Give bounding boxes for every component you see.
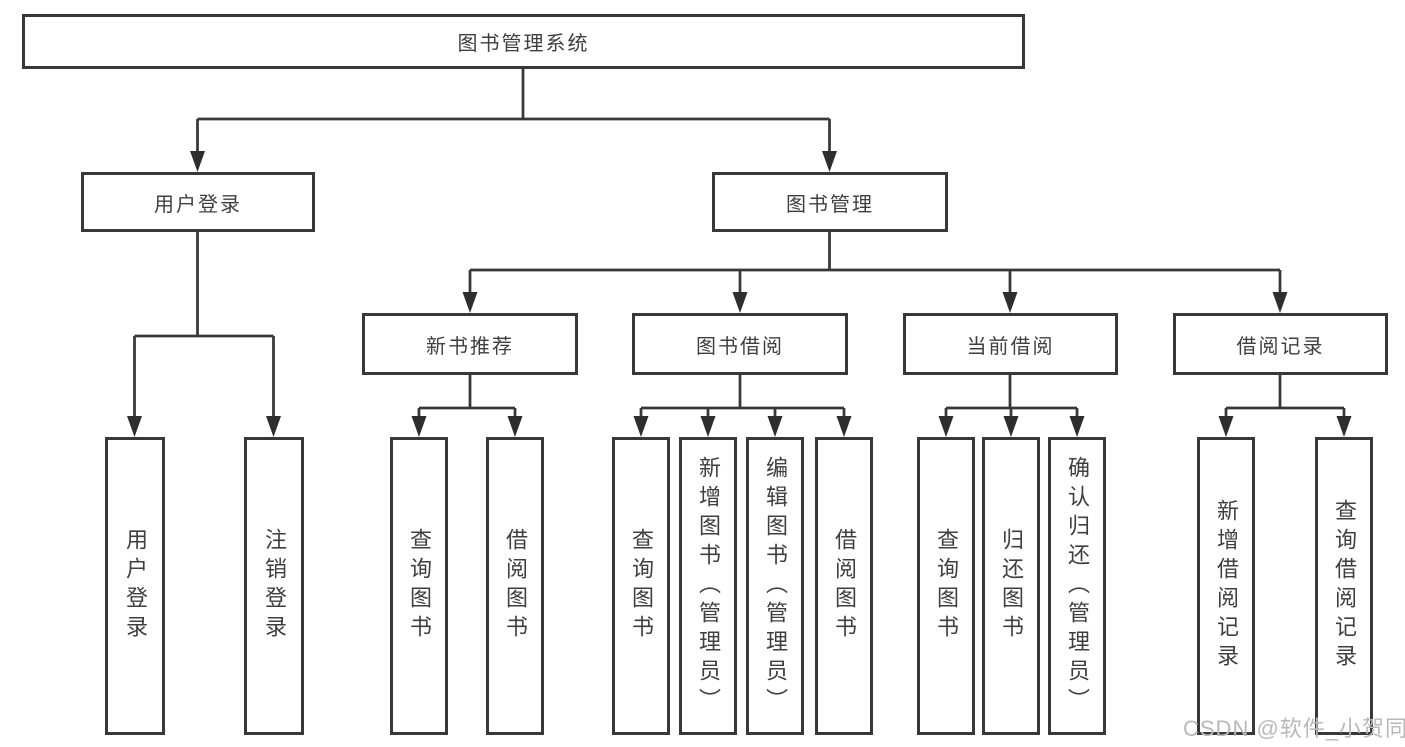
node-label: 查询借阅记录: [1332, 499, 1357, 673]
node-book-management: 图书管理: [712, 172, 948, 232]
leaf-recommend-query-books: 查询图书: [390, 437, 448, 735]
node-label: 借阅记录: [1236, 335, 1325, 358]
node-label: 当前借阅: [966, 335, 1055, 358]
node-label: 注销登录: [262, 528, 287, 644]
connector-recommend-to-leaves: [411, 375, 523, 437]
leaf-add-borrow-record: 新增借阅记录: [1197, 437, 1255, 735]
node-label: 确认归还（管理员）: [1065, 455, 1090, 717]
arrowhead: [1002, 292, 1018, 313]
arrowhead: [411, 416, 427, 437]
arrowhead: [822, 151, 837, 172]
node-label: 新增借阅记录: [1214, 499, 1239, 673]
node-label: 归还图书: [999, 528, 1024, 644]
arrowhead: [1336, 416, 1352, 437]
connector-root-to-level2: [190, 68, 837, 172]
arrowhead: [1003, 416, 1019, 437]
leaf-query-borrow-record: 查询借阅记录: [1315, 437, 1373, 735]
node-label: 用户登录: [123, 528, 148, 644]
node-book-borrowing: 图书借阅: [632, 313, 848, 375]
csdn-watermark: CSDN @软件_小贺同学: [1183, 716, 1405, 741]
leaf-recommend-borrow-books: 借阅图书: [486, 437, 544, 735]
connector-book-mgmt-to-level3: [462, 232, 1288, 313]
node-label: 图书管理: [786, 193, 874, 216]
leaf-user-login: 用户登录: [105, 437, 165, 735]
arrowhead: [127, 416, 142, 437]
leaf-borrowing-query-books: 查询图书: [612, 437, 670, 735]
node-borrowing-records: 借阅记录: [1173, 313, 1388, 375]
node-label: 编辑图书（管理员）: [763, 455, 788, 717]
node-new-book-recommendation: 新书推荐: [362, 313, 578, 375]
leaf-edit-books-admin: 编辑图书（管理员）: [746, 437, 804, 735]
node-label: 借阅图书: [832, 528, 857, 644]
arrowhead: [1218, 416, 1234, 437]
node-label: 新增图书（管理员）: [696, 455, 721, 717]
leaf-return-books: 归还图书: [982, 437, 1040, 735]
arrowhead: [1069, 416, 1085, 437]
leaf-current-query-books: 查询图书: [917, 437, 975, 735]
node-label: 查询图书: [629, 528, 654, 644]
leaf-logout: 注销登录: [244, 437, 304, 735]
arrowhead: [836, 416, 852, 437]
arrowhead: [732, 292, 748, 313]
connector-user-login-to-leaves: [127, 232, 281, 437]
leaf-confirm-return-admin: 确认归还（管理员）: [1048, 437, 1106, 735]
arrowhead: [633, 416, 649, 437]
arrowhead: [190, 151, 205, 172]
node-current-borrowing: 当前借阅: [903, 313, 1118, 375]
node-label: 新书推荐: [426, 335, 514, 358]
arrowhead: [266, 416, 281, 437]
leaf-add-books-admin: 新增图书（管理员）: [679, 437, 737, 735]
node-label: 查询图书: [407, 528, 432, 644]
connector-records-to-leaves: [1218, 375, 1352, 437]
node-label: 查询图书: [934, 528, 959, 644]
arrowhead: [1272, 292, 1288, 313]
node-label: 用户登录: [154, 193, 242, 216]
node-label: 图书借阅: [696, 335, 784, 358]
arrowhead: [462, 292, 478, 313]
arrowhead: [767, 416, 783, 437]
arrowhead: [938, 416, 954, 437]
connector-borrowing-to-leaves: [633, 375, 852, 437]
node-label: 图书管理系统: [457, 33, 590, 55]
leaf-borrowing-borrow-books: 借阅图书: [815, 437, 873, 735]
node-user-login-group: 用户登录: [81, 172, 315, 232]
node-library-system: 图书管理系统: [22, 14, 1025, 69]
arrowhead: [507, 416, 523, 437]
connector-current-to-leaves: [938, 375, 1085, 437]
node-label: 借阅图书: [503, 528, 528, 644]
arrowhead: [700, 416, 716, 437]
